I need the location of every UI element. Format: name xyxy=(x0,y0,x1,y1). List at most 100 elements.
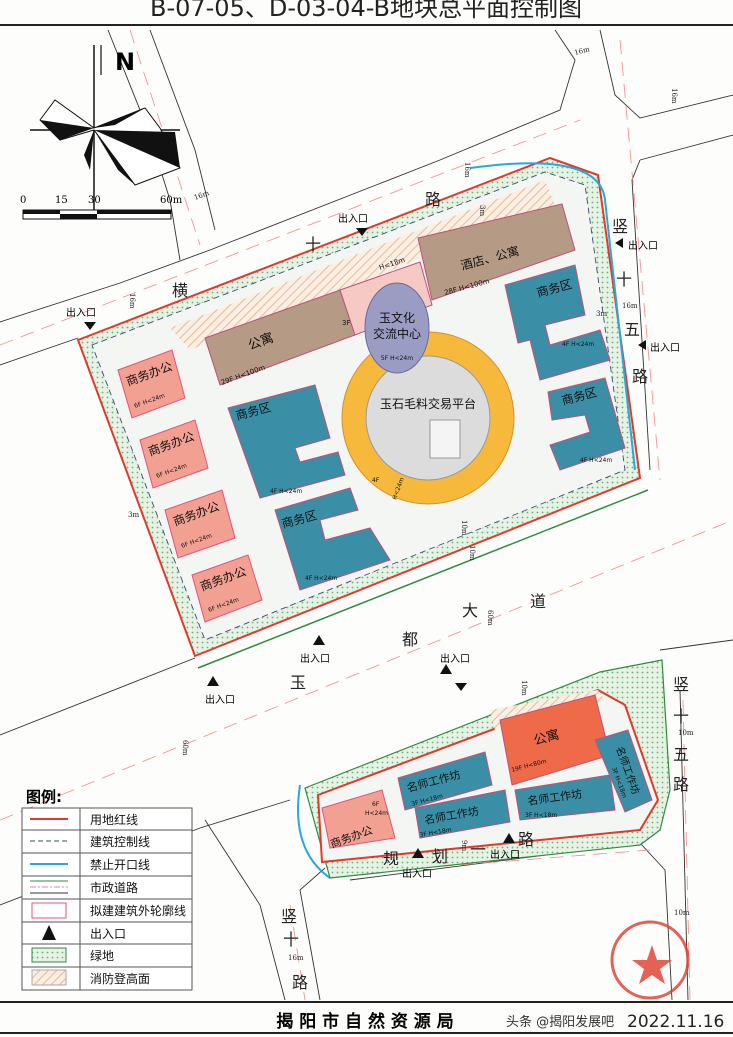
dim-label: 10m xyxy=(674,909,690,917)
label-culture-center-spec: 5F H<24m xyxy=(381,355,413,362)
south-block xyxy=(297,659,671,879)
legend-title: 图例: xyxy=(26,788,62,806)
entrance-marker: 出入口 xyxy=(440,652,470,674)
entrance-label: 出入口 xyxy=(338,212,368,225)
road-shu-shiwu-south: 路 xyxy=(673,775,689,794)
scale-tick: 60m xyxy=(160,195,183,206)
scale-tick: 15 xyxy=(55,195,68,206)
dim-label: 10m xyxy=(460,520,468,536)
label-workshop-spec: 3F H<18m xyxy=(525,812,557,819)
hotel-building xyxy=(417,203,576,301)
label-business-spec: 4F H<24m xyxy=(270,488,302,495)
dim-label: 16m xyxy=(128,293,136,309)
road-edge xyxy=(631,159,651,471)
footer-date: 2022.11.16 xyxy=(627,1012,724,1032)
dim-label: 3m xyxy=(128,511,139,519)
road-edge xyxy=(0,337,79,366)
road-shu-shiwu: 竖 xyxy=(612,217,628,236)
label-business-spec: 4F H<24m xyxy=(562,341,594,348)
label-culture-center-2: 交流中心 xyxy=(373,326,421,341)
road-yudu-avenue: 道 xyxy=(530,592,546,611)
road-edge xyxy=(204,819,286,1001)
culture-center-building xyxy=(364,282,430,374)
watermark: 头条 @揭阳发展吧 xyxy=(506,1014,614,1030)
legend-item-label: 出入口 xyxy=(90,927,126,941)
entrance-label: 出入口 xyxy=(490,848,520,861)
footer: 揭 阳 市 自 然 资 源 局 头条 @揭阳发展吧 2022.11.16 xyxy=(0,1001,733,1034)
road-shu-shiwu: 五 xyxy=(624,320,640,339)
dim-label: 10m xyxy=(520,680,528,696)
fire-access-area xyxy=(170,180,555,350)
label-link-floors: 3F xyxy=(342,319,350,327)
entrance-label: 出入口 xyxy=(650,341,680,354)
road-yudu-avenue: 玉 xyxy=(290,673,306,692)
entrance-marker: 出入口 xyxy=(66,306,96,330)
road-names: 横 十 路 竖 十 五 路 竖 十 五 路 玉 都 大 道 规 划 一 路 竖 … xyxy=(172,190,689,992)
entrance-marker: 出入口 xyxy=(490,833,520,861)
road-heng-shi: 十 xyxy=(305,235,321,254)
road-shu-shi: 竖 xyxy=(281,907,297,926)
legend-item-label: 市政道路 xyxy=(90,880,138,895)
label-platform-floors: 4F xyxy=(372,477,380,484)
label-south-office-floors: 6F xyxy=(372,801,380,808)
road-guihua-1: 划 xyxy=(432,847,448,866)
legend: 图例: 用地红线 建筑控制线 禁止开口线 市政道路 拟建建筑外轮廓线 出入口 绿… xyxy=(21,788,193,991)
entrance-label: 出入口 xyxy=(628,239,658,252)
legend-item-label: 消防登高面 xyxy=(90,971,150,986)
entrance-marker: 出入口 xyxy=(338,212,368,236)
entrance-label: 出入口 xyxy=(300,652,330,665)
north-block xyxy=(76,156,649,669)
legend-item-label: 绿地 xyxy=(90,948,114,963)
road-heng-shi: 横 xyxy=(172,281,188,300)
label-platform: 玉石毛料交易平台 xyxy=(380,396,476,411)
official-stamp xyxy=(610,920,690,1000)
dim-label: 16m xyxy=(573,45,590,57)
dim-label: 16m xyxy=(463,162,471,178)
entrance-arrow-icon xyxy=(84,322,96,330)
dim-label: 3m xyxy=(596,310,607,318)
legend-item-label: 禁止开口线 xyxy=(90,858,150,872)
dim-label: 10m xyxy=(678,729,694,737)
road-edge xyxy=(299,867,326,1001)
road-edge xyxy=(0,29,576,323)
office-buildings xyxy=(117,349,263,623)
road-guihua-1: 路 xyxy=(518,830,534,849)
road-heng-shi: 路 xyxy=(425,190,441,209)
north-label: N xyxy=(115,48,135,76)
entrance-arrow-icon xyxy=(455,683,467,691)
business-zone-buildings xyxy=(227,264,626,591)
workshop-buildings xyxy=(397,729,653,839)
south-office-building xyxy=(321,789,396,849)
no-opening-line xyxy=(469,162,636,471)
north-arrow: N xyxy=(30,45,181,210)
entrance-arrow-icon xyxy=(638,340,646,350)
entrance-marker: 出入口 xyxy=(615,238,658,252)
road-shu-shiwu: 路 xyxy=(632,367,648,386)
scale-bar: 0 15 30 60m xyxy=(20,195,183,220)
road-shu-shiwu-south: 五 xyxy=(673,745,689,764)
road-shu-shiwu-south: 十 xyxy=(673,707,689,726)
entrance-label: 出入口 xyxy=(402,867,432,880)
road-guihua-1: 一 xyxy=(470,840,486,859)
map-title: B-07-05、D-03-04-B地块总平面控制图 xyxy=(150,0,582,22)
legend-item-label: 用地红线 xyxy=(90,812,138,827)
dim-label: 3m xyxy=(478,205,486,216)
green-edge xyxy=(197,489,649,669)
entrance-marker: 出入口 xyxy=(638,340,680,354)
entrances: 出入口 出入口 出入口 出入口 出入口 出入口 出入口 出入口 出入口 xyxy=(66,212,680,880)
label-south-apartment: 公寓 xyxy=(532,727,561,749)
entrance-arrow-icon xyxy=(412,848,424,858)
dim-label: 60m xyxy=(486,610,494,626)
label-business-spec: 4F H<24m xyxy=(305,575,337,582)
label-business-spec: 4F H<24m xyxy=(580,457,612,464)
entrance-label: 出入口 xyxy=(205,693,235,706)
dim-label: 10m xyxy=(468,545,476,561)
dim-label: 60m xyxy=(181,740,189,756)
legend-building-outline-swatch xyxy=(31,902,67,919)
road-edge xyxy=(149,29,216,231)
road-edge xyxy=(599,29,733,119)
dim-label: 16m xyxy=(622,302,638,310)
road-guihua-1: 规 xyxy=(383,849,399,868)
